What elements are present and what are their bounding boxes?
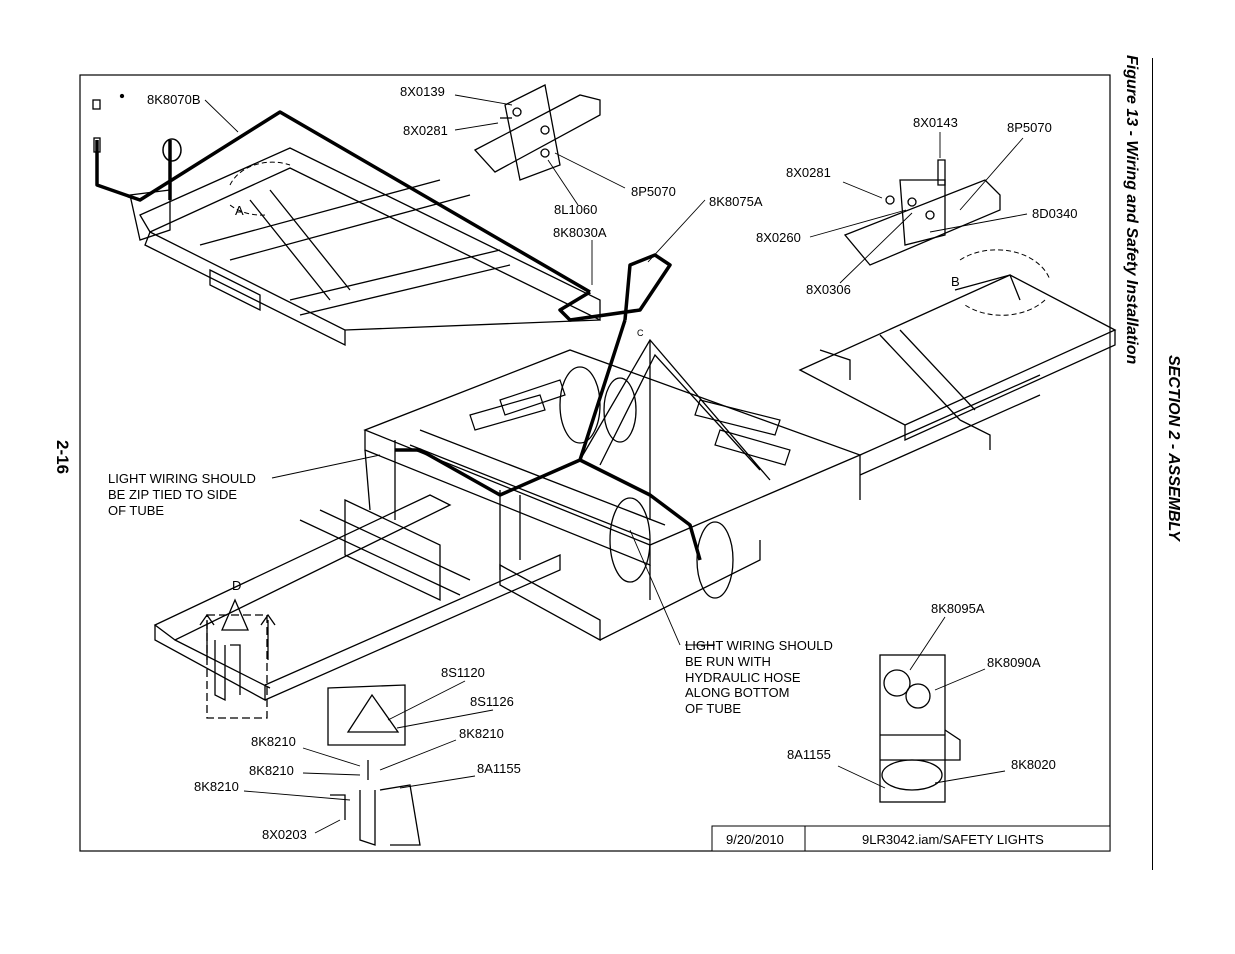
label-8X0260: 8X0260 <box>756 230 801 245</box>
title-block-file: 9LR3042.iam/SAFETY LIGHTS <box>862 832 1044 847</box>
note-zip-tie-line-2: BE ZIP TIED TO SIDE <box>108 487 237 502</box>
note-hydraulic-line-4: ALONG BOTTOM <box>685 685 790 700</box>
title-block: 9/20/2010 9LR3042.iam/SAFETY LIGHTS <box>711 825 1111 852</box>
note-zip-tie-line-1: LIGHT WIRING SHOULD <box>108 471 256 486</box>
part-labels: 8K8070B 8X0139 8X0281 8P5070 8L1060 8K80… <box>147 84 1078 842</box>
detail-letter-c: C <box>637 328 644 338</box>
rotation-arcs <box>229 161 1051 316</box>
label-8K8070B: 8K8070B <box>147 92 201 107</box>
label-8K8210-d: 8K8210 <box>194 779 239 794</box>
note-zip-tie: LIGHT WIRING SHOULD BE ZIP TIED TO SIDE … <box>108 471 256 518</box>
label-8L1060: 8L1060 <box>554 202 597 217</box>
note-hydraulic-line-1: LIGHT WIRING SHOULD <box>685 638 833 653</box>
label-8K8210-c: 8K8210 <box>249 763 294 778</box>
leader-lines <box>204 94 1028 834</box>
label-8K8095A: 8K8095A <box>931 601 985 616</box>
label-8K8210-b: 8K8210 <box>459 726 504 741</box>
detail-right-bracket <box>843 159 1001 266</box>
label-8A1155-left: 8A1155 <box>477 761 521 776</box>
label-8K8210-a: 8K8210 <box>251 734 296 749</box>
connector-icon <box>92 93 125 153</box>
hydraulic-cylinders <box>469 379 791 466</box>
detail-letters: A B C D <box>232 203 960 593</box>
label-8X0281-right: 8X0281 <box>786 165 831 180</box>
note-hydraulic-line-3: HYDRAULIC HOSE <box>685 670 801 685</box>
note-hydraulic: LIGHT WIRING SHOULD BE RUN WITH HYDRAULI… <box>685 638 833 716</box>
drawing-border <box>79 74 1111 852</box>
wiring-loop <box>162 138 182 162</box>
reflector-exploded <box>327 684 421 846</box>
wiring-harness <box>95 110 702 561</box>
label-8X0143: 8X0143 <box>913 115 958 130</box>
label-8X0281-top: 8X0281 <box>403 123 448 138</box>
label-8P5070-right: 8P5070 <box>1007 120 1052 135</box>
detail-letter-a: A <box>235 203 244 218</box>
label-8X0203: 8X0203 <box>262 827 307 842</box>
label-8K8030A: 8K8030A <box>553 225 607 240</box>
label-8D0340: 8D0340 <box>1032 206 1078 221</box>
light-detail <box>879 654 961 803</box>
frame <box>129 147 1117 702</box>
label-8X0306: 8X0306 <box>806 282 851 297</box>
label-8K8090A: 8K8090A <box>987 655 1041 670</box>
label-8S1126: 8S1126 <box>470 694 514 709</box>
label-8K8075A: 8K8075A <box>709 194 763 209</box>
detail-letter-b: B <box>951 274 960 289</box>
note-hydraulic-line-2: BE RUN WITH <box>685 654 771 669</box>
title-block-date: 9/20/2010 <box>726 832 784 847</box>
detail-top-bracket <box>473 84 601 181</box>
label-8X0139: 8X0139 <box>400 84 445 99</box>
label-8S1120: 8S1120 <box>441 665 485 680</box>
label-8K8020: 8K8020 <box>1011 757 1056 772</box>
label-8A1155-right: 8A1155 <box>787 747 831 762</box>
note-hydraulic-line-5: OF TUBE <box>685 701 741 716</box>
reflector-mounted <box>199 598 276 719</box>
side-rule <box>1152 58 1153 870</box>
note-zip-tie-line-3: OF TUBE <box>108 503 164 518</box>
detail-letter-d: D <box>232 578 241 593</box>
label-8P5070-top: 8P5070 <box>631 184 676 199</box>
